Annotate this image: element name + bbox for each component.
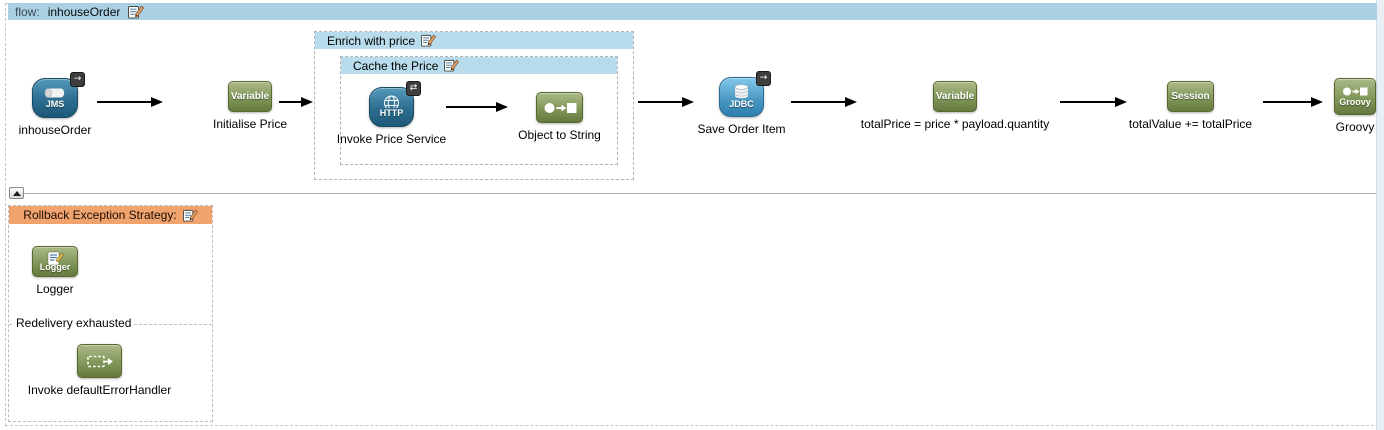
jms-icon-label: JMS (45, 98, 65, 109)
flow-label: flow: (15, 4, 40, 19)
flow-connector-arrow (1263, 97, 1323, 107)
jdbc-icon-label: JDBC (729, 99, 754, 109)
groovy-icon-label: Groovy (1339, 96, 1371, 107)
logger-icon-label: Logger (39, 261, 71, 272)
node-caption: Object to String (518, 128, 601, 142)
variable-icon: Variable (228, 81, 272, 112)
logger-icon: Logger (32, 246, 78, 277)
flow-name: inhouseOrder (47, 4, 121, 19)
http-endpoint-node[interactable]: HTTP ⇄ Invoke Price Service (337, 81, 446, 146)
http-icon-label: HTTP (379, 108, 404, 118)
exchange-pattern-badge[interactable]: → (70, 72, 85, 87)
groovy-transformer-node[interactable]: Groovy Groovy (1334, 78, 1376, 134)
flow-reference-node[interactable]: Invoke defaultErrorHandler (28, 344, 171, 397)
redelivery-exhausted-section-divider: Redelivery exhausted (9, 316, 212, 330)
node-caption: Logger (36, 282, 74, 296)
exception-strategy-header[interactable]: Rollback Exception Strategy: (9, 206, 212, 224)
flow-connector-arrow (446, 102, 508, 112)
flow-title-bar[interactable]: flow: inhouseOrder (8, 3, 1377, 20)
redelivery-exhausted-label: Redelivery exhausted (13, 316, 135, 330)
enrich-scope-title: Enrich with price (327, 33, 416, 48)
variable-init-price-node[interactable]: Variable Initialise Price (213, 81, 287, 131)
node-caption: inhouseOrder (18, 123, 92, 137)
flow-ref-glyph (86, 355, 113, 367)
flow-reference-icon (77, 344, 122, 378)
log-document-glyph (47, 251, 64, 265)
jdbc-endpoint-node[interactable]: JDBC → Save Order Item (697, 71, 786, 136)
node-caption: totalValue += totalPrice (1128, 117, 1253, 131)
flow-connector-arrow (1060, 97, 1127, 107)
rollback-exception-strategy-container[interactable]: Rollback Exception Strategy: (8, 205, 213, 422)
edit-scope-icon[interactable] (444, 59, 460, 72)
edit-exception-icon[interactable] (182, 209, 198, 222)
variable-total-price-node[interactable]: Variable totalPrice = price * payload.qu… (861, 81, 1049, 131)
jms-cylinder-glyph (44, 87, 65, 98)
logger-node[interactable]: Logger Logger (32, 246, 78, 296)
canvas-right-gutter (1376, 0, 1384, 430)
flow-connector-arrow (638, 97, 694, 107)
variable-icon-label: Variable (230, 91, 270, 102)
cache-scope-header[interactable]: Cache the Price (341, 57, 617, 74)
jms-endpoint-node[interactable]: JMS → inhouseOrder (19, 72, 91, 137)
exception-strategy-title: Rollback Exception Strategy: (23, 208, 177, 222)
collapse-triangle-icon (12, 190, 21, 196)
node-caption: Groovy (1335, 120, 1375, 134)
exchange-pattern-badge[interactable]: → (756, 71, 771, 86)
edit-scope-icon[interactable] (421, 34, 437, 47)
groovy-icon: Groovy (1334, 78, 1376, 115)
circle-arrow-square-glyph (544, 102, 576, 113)
session-icon: Session (1167, 81, 1214, 112)
collapse-exception-section-button[interactable] (9, 187, 24, 199)
flow-section-divider (10, 193, 1376, 194)
flow-connector-arrow (279, 97, 313, 107)
edit-flow-icon[interactable] (128, 5, 145, 19)
flow-connector-arrow (97, 97, 163, 107)
node-caption: Invoke defaultErrorHandler (27, 383, 172, 397)
session-variable-node[interactable]: Session totalValue += totalPrice (1129, 81, 1252, 131)
node-caption: Save Order Item (697, 122, 786, 136)
node-caption: totalPrice = price * payload.quantity (860, 117, 1050, 131)
cache-scope-title: Cache the Price (353, 58, 439, 73)
exchange-pattern-badge[interactable]: ⇄ (406, 81, 421, 96)
globe-glyph (384, 95, 399, 108)
variable-icon: Variable (933, 81, 977, 112)
object-to-string-node[interactable]: Object to String (518, 92, 601, 142)
variable-icon-label: Variable (935, 91, 975, 102)
flow-connector-arrow (791, 97, 857, 107)
circle-arrow-square-glyph (1343, 87, 1368, 95)
transformer-icon (536, 92, 583, 123)
node-caption: Initialise Price (212, 117, 288, 131)
database-glyph (734, 84, 749, 99)
node-caption: Invoke Price Service (336, 132, 447, 146)
session-icon-label: Session (1171, 91, 1210, 102)
enrich-scope-header[interactable]: Enrich with price (315, 32, 633, 49)
